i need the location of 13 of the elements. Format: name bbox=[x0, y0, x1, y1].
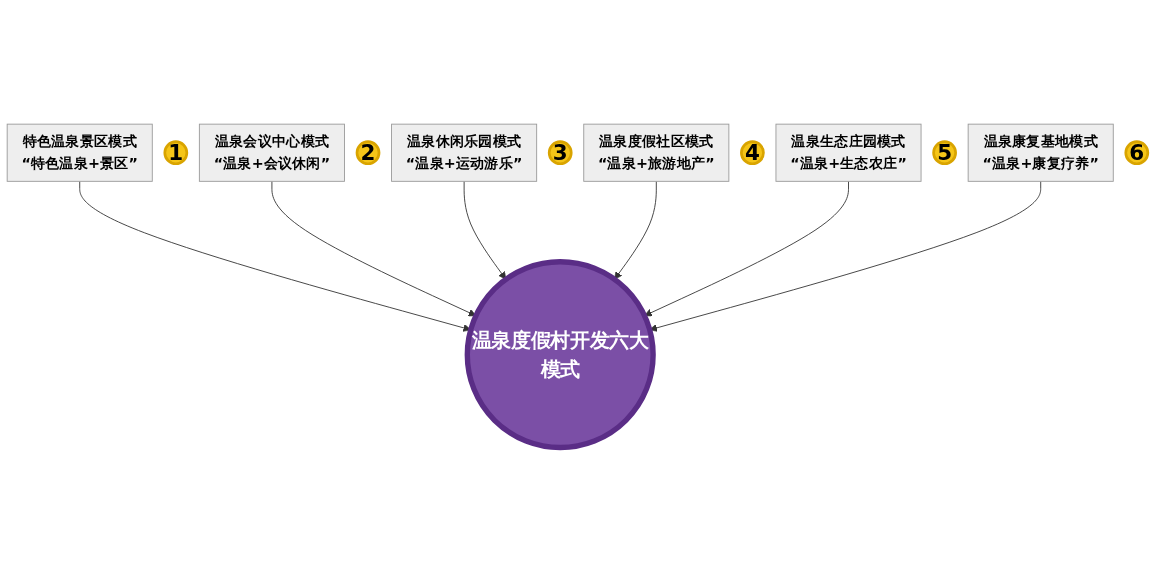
node-box: 温泉康复基地模式 “温泉+康复疗养” bbox=[967, 123, 1114, 182]
node-circle: 5 bbox=[932, 140, 957, 166]
node-box: 温泉生态庄园模式 “温泉+生态农庄” bbox=[775, 123, 922, 182]
node-box: 温泉度假社区模式 “温泉+旅游地产” bbox=[583, 123, 730, 182]
node-circle: 温泉度假村开发六大模式 bbox=[464, 259, 656, 451]
node-circle: 1 bbox=[163, 140, 189, 166]
node-circle: 4 bbox=[740, 140, 765, 166]
node-circle: 3 bbox=[547, 140, 573, 166]
node-box: 温泉休闲乐园模式 “温泉+运动游乐” bbox=[391, 123, 538, 182]
node-box: 温泉会议中心模式 “温泉+会议休闲” bbox=[198, 123, 345, 182]
node-circle: 2 bbox=[355, 140, 381, 166]
node-box: 特色温泉景区模式 “特色温泉+景区” bbox=[6, 123, 153, 182]
node-circle: 6 bbox=[1124, 140, 1150, 166]
